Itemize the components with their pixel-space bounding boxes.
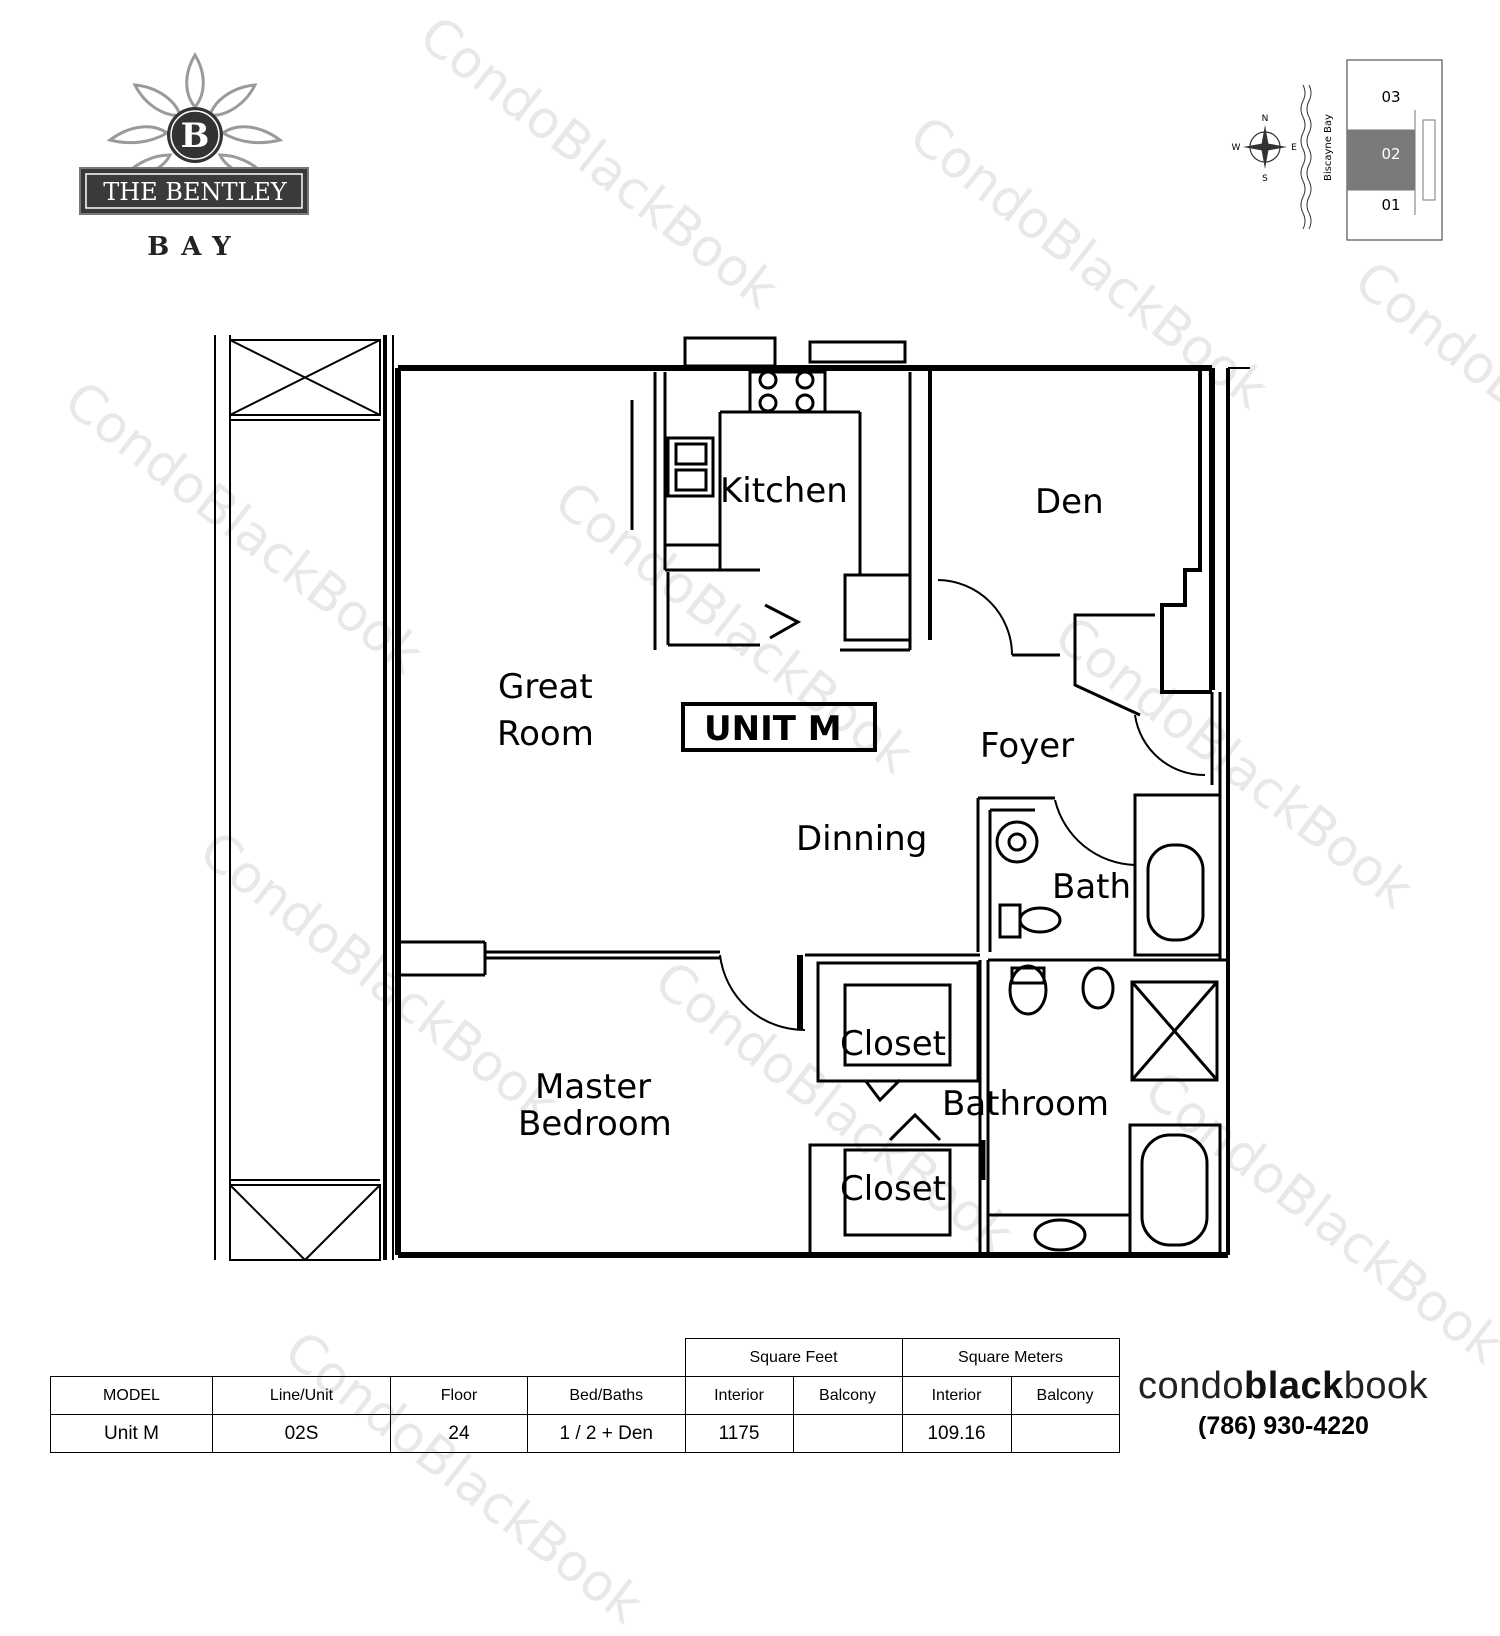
col-model: MODEL <box>50 1376 213 1415</box>
group-square-feet: Square Feet <box>684 1338 903 1377</box>
balcony <box>214 335 381 1261</box>
room-master-2: Bedroom <box>518 1104 672 1144</box>
floor-plan: Kitchen Den Great Room UNIT M Foyer Dinn… <box>214 335 1250 1261</box>
cell-line-unit: 02S <box>212 1414 391 1453</box>
unit-label: UNIT M <box>704 709 842 749</box>
closets <box>808 960 990 1257</box>
phone-number: (786) 930-4220 <box>1198 1412 1369 1440</box>
room-bathroom: Bathroom <box>942 1084 1109 1124</box>
unit-02: 02 <box>1381 145 1400 163</box>
col-sqft-balcony: Balcony <box>792 1376 903 1415</box>
spec-table: Square Feet Square Meters MODEL Line/Uni… <box>50 1338 1120 1453</box>
logo-sub: BAY <box>147 232 242 262</box>
room-den: Den <box>1035 482 1104 522</box>
water-icon <box>1300 84 1312 230</box>
svg-text:W: W <box>1232 143 1241 153</box>
room-dining: Dinning <box>796 819 927 859</box>
den-area <box>928 366 1212 694</box>
col-floor: Floor <box>390 1376 528 1415</box>
group-square-meters: Square Meters <box>901 1338 1120 1377</box>
kitchen-area <box>630 370 912 652</box>
cell-sqft-balcony <box>792 1414 903 1453</box>
cell-floor: 24 <box>390 1414 528 1453</box>
spec-group-header: Square Feet Square Meters <box>51 1338 1120 1377</box>
master-bathroom <box>980 958 1228 1257</box>
room-closet-1: Closet <box>840 1024 946 1064</box>
room-bath: Bath <box>1052 867 1131 907</box>
room-great-2: Room <box>497 714 594 754</box>
col-bed-baths: Bed/Baths <box>527 1376 686 1415</box>
highlighted-unit <box>1347 130 1415 190</box>
compass-icon: N S E W <box>1232 114 1298 184</box>
col-sqft-interior: Interior <box>684 1376 794 1415</box>
col-sqm-interior: Interior <box>901 1376 1012 1415</box>
cell-sqm-balcony <box>1010 1414 1120 1453</box>
spec-column-header: MODEL Line/Unit Floor Bed/Baths Interior… <box>50 1376 1120 1415</box>
watermark: CondoBlackBook <box>408 5 789 321</box>
room-closet-2: Closet <box>840 1169 946 1209</box>
key-plan: N S E W Biscayne Bay 03 02 01 <box>1232 59 1443 241</box>
bath-area <box>976 793 1222 957</box>
logo-name: THE BENTLEY <box>103 178 288 206</box>
bedroom-wall <box>398 940 980 1032</box>
watermark: CondoBlackBook <box>1343 250 1500 566</box>
room-great-1: Great <box>498 667 593 707</box>
svg-text:S: S <box>1262 174 1268 184</box>
bentley-logo: B THE BENTLEY BAY <box>79 52 309 262</box>
water-label: Biscayne Bay <box>1323 114 1334 181</box>
room-kitchen: Kitchen <box>720 471 848 511</box>
cell-sqft-interior: 1175 <box>684 1414 794 1453</box>
table-row: Unit M 02S 24 1 / 2 + Den 1175 109.16 <box>50 1414 1120 1453</box>
unit-01: 01 <box>1381 196 1400 214</box>
col-sqm-balcony: Balcony <box>1010 1376 1120 1415</box>
svg-text:E: E <box>1291 143 1297 153</box>
cell-model: Unit M <box>50 1414 213 1453</box>
col-line-unit: Line/Unit <box>212 1376 391 1415</box>
room-master-1: Master <box>535 1067 651 1107</box>
room-foyer: Foyer <box>980 726 1074 766</box>
cell-sqm-interior: 109.16 <box>901 1414 1012 1453</box>
svg-text:N: N <box>1262 114 1269 124</box>
brand-wordmark: condoblackbook <box>1138 1365 1429 1407</box>
logo-letter: B <box>181 116 210 156</box>
unit-03: 03 <box>1381 88 1400 106</box>
cell-bed-baths: 1 / 2 + Den <box>527 1414 686 1453</box>
